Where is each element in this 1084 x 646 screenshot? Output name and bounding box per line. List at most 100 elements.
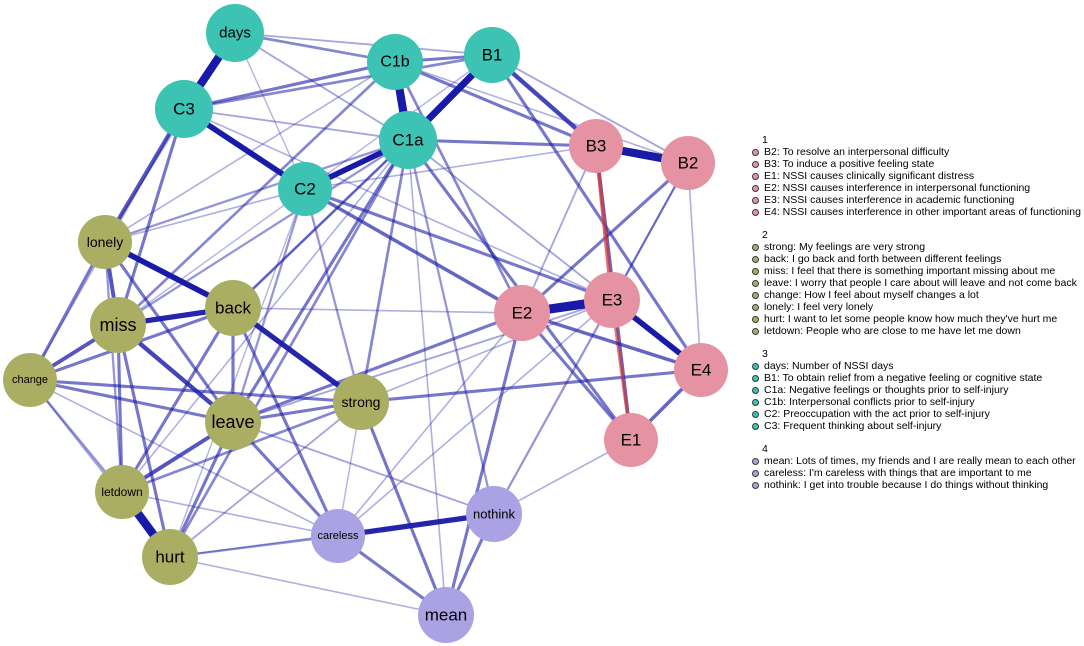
legend-item: E4: NSSI causes interference in other im…	[752, 206, 1082, 218]
node-hurt: hurt	[142, 529, 198, 585]
legend-dot-icon	[752, 267, 759, 275]
edge-C1a-nothink	[406, 139, 496, 515]
node-circle-C3	[155, 80, 213, 138]
node-label-E3: E3	[602, 291, 623, 310]
edge-B1-B2	[491, 54, 689, 164]
legend-item: back: I go back and forth between differ…	[752, 253, 1082, 265]
legend-dot-icon	[752, 291, 759, 299]
node-label-C2: C2	[294, 180, 316, 199]
node-E3: E3	[584, 272, 640, 328]
legend-item: letdown: People who are close to me have…	[752, 325, 1082, 337]
edge-E2-mean	[444, 312, 524, 616]
edge-hurt-careless	[169, 534, 339, 559]
legend-group-title: 1	[762, 134, 768, 146]
legend-dot-icon	[752, 457, 759, 465]
edge-miss-C3	[116, 108, 186, 326]
legend-dot-icon	[752, 303, 759, 311]
edge-days-B1	[234, 32, 493, 56]
edge-days-C1a	[234, 32, 409, 141]
legend-dot-icon	[752, 255, 759, 263]
legend-dot-icon	[752, 315, 759, 323]
edge-lonely-C1a	[104, 138, 409, 244]
legend-dot-icon	[752, 160, 759, 168]
edge-hurt-strong	[169, 401, 362, 558]
edge-E2-E4	[521, 311, 702, 372]
legend-item: C1b: Interpersonal conflicts prior to se…	[752, 396, 1082, 408]
node-label-nothink: nothink	[473, 507, 515, 522]
node-C1a: C1a	[379, 111, 437, 169]
legend-dot-icon	[752, 148, 759, 156]
node-miss: miss	[90, 297, 146, 353]
legend-item-text: E1: NSSI causes clinically significant d…	[764, 170, 975, 182]
node-E4: E4	[674, 343, 728, 397]
legend-item: lonely: I feel very lonely	[752, 301, 1082, 313]
node-circle-C2	[278, 162, 332, 216]
node-change: change	[3, 353, 57, 407]
legend-item: C3: Frequent thinking about self-injury	[752, 420, 1082, 432]
legend-dot-icon	[752, 279, 759, 287]
edge-C1a-letdown	[121, 139, 409, 493]
legend-item-text: days: Number of NSSI days	[764, 360, 894, 372]
node-nothink: nothink	[466, 486, 522, 542]
node-circle-E2	[494, 285, 550, 341]
legend-item-text: back: I go back and forth between differ…	[764, 253, 1002, 265]
legend-item: miss: I feel that there is something imp…	[752, 265, 1082, 277]
legend-item-text: E2: NSSI causes interference in interper…	[764, 182, 1031, 194]
edge-leave-nothink	[232, 421, 495, 515]
node-circle-strong	[333, 374, 389, 430]
node-B1: B1	[464, 27, 520, 83]
node-letdown: letdown	[95, 465, 149, 519]
edge-miss-C1a	[117, 139, 409, 326]
node-circle-miss	[90, 297, 146, 353]
node-C2: C2	[278, 162, 332, 216]
edge-lonely-letdown	[103, 241, 124, 493]
legend-item-text: change: How I feel about myself changes …	[764, 289, 979, 301]
node-circle-back	[205, 280, 261, 336]
node-mean: mean	[418, 587, 474, 643]
node-circle-letdown	[95, 465, 149, 519]
legend-item: E2: NSSI causes interference in interper…	[752, 182, 1082, 194]
node-label-B1: B1	[482, 46, 503, 65]
edge-careless-E3	[337, 299, 613, 537]
legend-dot-icon	[752, 374, 759, 382]
legend-dot-icon	[752, 398, 759, 406]
edge-strong-E4	[360, 368, 702, 404]
legend-item-text: C1a: Negative feelings or thoughts prior…	[764, 384, 1009, 396]
legend-dot-icon	[752, 362, 759, 370]
edge-letdown-back	[120, 307, 235, 493]
legend-item-text: C3: Frequent thinking about self-injury	[764, 420, 942, 432]
node-lonely: lonely	[78, 215, 132, 269]
node-circle-C1b	[367, 34, 423, 90]
edge-C3-E3	[183, 108, 613, 301]
legend-dot-icon	[752, 422, 759, 430]
edge-C2-hurt	[169, 188, 306, 558]
legend-item: mean: Lots of times, my friends and I ar…	[752, 455, 1082, 467]
node-label-change: change	[12, 374, 48, 386]
edge-leave-C2	[231, 188, 307, 423]
edge-C1a-mean	[407, 139, 447, 616]
legend-item-text: letdown: People who are close to me have…	[764, 325, 1021, 337]
legend-dot-icon	[752, 386, 759, 394]
node-label-careless: careless	[318, 530, 359, 542]
legend-item-text: mean: Lots of times, my friends and I ar…	[764, 455, 1076, 467]
edge-hurt-mean	[169, 556, 447, 616]
legend-item: B2: To resolve an interpersonal difficul…	[752, 146, 1082, 158]
legend-item: E3: NSSI causes interference in academic…	[752, 194, 1082, 206]
edge-C3-C1b	[183, 60, 396, 111]
node-label-B2: B2	[678, 154, 699, 173]
edge-C1a-E3	[407, 139, 613, 301]
edge-strong-mean	[359, 401, 448, 616]
edge-leave-E2	[232, 311, 523, 424]
legend-item: careless: I'm careless with things that …	[752, 467, 1082, 479]
edge-miss-hurt	[116, 324, 172, 558]
node-label-miss: miss	[100, 315, 137, 335]
node-circle-change	[3, 353, 57, 407]
node-circle-E4	[674, 343, 728, 397]
legend-item-text: C2: Preoccupation with the act prior to …	[764, 408, 990, 420]
node-circle-B1	[464, 27, 520, 83]
legend-item-text: E3: NSSI causes interference in academic…	[764, 194, 1015, 206]
legend-item-text: B2: To resolve an interpersonal difficul…	[764, 146, 950, 158]
